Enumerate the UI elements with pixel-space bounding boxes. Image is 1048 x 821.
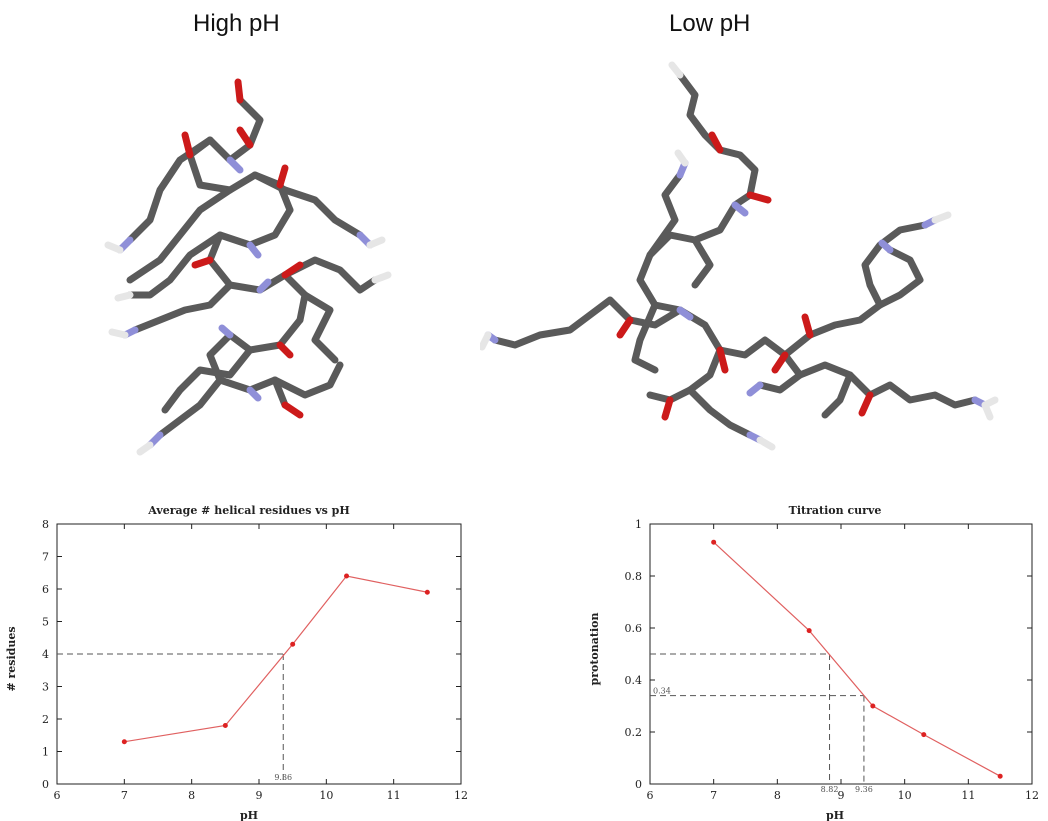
- chart2-plot-area: 6 7 8 9 10 11 12 0 0.2 0.4 0.6 0.8 1 8.82 9.36 0.34: [625, 518, 1040, 802]
- chart2-annotation: 8.82: [821, 785, 839, 794]
- chart2-xtick-label: 10: [898, 789, 912, 802]
- high-ph-molecule-structure: [104, 78, 392, 456]
- chart1-xtick-label: 11: [387, 789, 401, 802]
- chart2-series-line: [713, 541, 1001, 777]
- chart1-data-point: [121, 739, 127, 745]
- chart2-xlabel: pH: [826, 809, 844, 821]
- chart1-ytick-label: 3: [42, 681, 49, 694]
- chart2-annotation: 0.34: [653, 687, 671, 696]
- chart2-xtick-label: 7: [710, 789, 717, 802]
- chart2-data-point: [711, 539, 717, 545]
- chart1-xtick-label: 12: [454, 789, 468, 802]
- low-ph-label: Low pH: [669, 10, 751, 37]
- chart2-ylabel: protonation: [590, 613, 601, 686]
- chart2-ytick-label: 0: [635, 778, 642, 791]
- chart1-xtick-label: 6: [54, 789, 61, 802]
- chart1-data-point: [344, 573, 350, 579]
- chart2-ytick-label: 0.8: [625, 570, 643, 583]
- chart2-data-point: [921, 732, 927, 738]
- chart1-xtick-label: 8: [188, 789, 195, 802]
- chart1-annotation: 9.36: [274, 773, 292, 782]
- chart1-data-point: [290, 641, 296, 647]
- chart2-ytick-label: 0.4: [625, 674, 643, 687]
- chart1-data-point: [424, 589, 430, 595]
- chart1-title: Average # helical residues vs pH: [147, 504, 350, 517]
- chart2-ytick-label: 1: [635, 518, 642, 531]
- chart1-xtick-label: 9: [256, 789, 263, 802]
- chart2-data-point: [997, 773, 1003, 779]
- chart2-ytick-label: 0.2: [625, 726, 643, 739]
- chart2-xtick-label: 11: [961, 789, 975, 802]
- chart2-data-point: [806, 628, 812, 634]
- chart2-frame: [649, 523, 1033, 785]
- chart2-annotation: 9.36: [855, 785, 873, 794]
- low-ph-molecule-structure: [480, 61, 999, 451]
- chart2-data-point: [870, 703, 876, 709]
- helical-residues-chart: Average # helical residues vs pH # resid…: [5, 504, 468, 821]
- chart1-ytick-label: 6: [42, 583, 49, 596]
- chart1-ytick-label: 5: [42, 616, 49, 629]
- chart1-ytick-label: 4: [42, 648, 49, 661]
- chart2-xtick-label: 12: [1025, 789, 1039, 802]
- chart1-ytick-label: 0: [42, 778, 49, 791]
- chart1-ytick-label: 8: [42, 518, 49, 531]
- chart1-xtick-label: 10: [319, 789, 333, 802]
- chart2-title: Titration curve: [789, 504, 882, 517]
- chart2-ytick-label: 0.6: [625, 622, 643, 635]
- chart1-ytick-label: 2: [42, 713, 49, 726]
- chart1-ytick-label: 1: [42, 746, 49, 759]
- chart1-xlabel: pH: [240, 809, 258, 821]
- chart1-ylabel: # residues: [5, 626, 18, 691]
- chart1-xtick-label: 7: [121, 789, 128, 802]
- high-ph-label: High pH: [193, 10, 280, 37]
- chart2-xtick-label: 6: [647, 789, 654, 802]
- chart2-xtick-label: 8: [774, 789, 781, 802]
- chart2-xtick-label: 9: [838, 789, 845, 802]
- chart1-ytick-label: 7: [42, 551, 49, 564]
- chart1-series-line: [124, 575, 428, 743]
- chart1-data-point: [222, 723, 228, 728]
